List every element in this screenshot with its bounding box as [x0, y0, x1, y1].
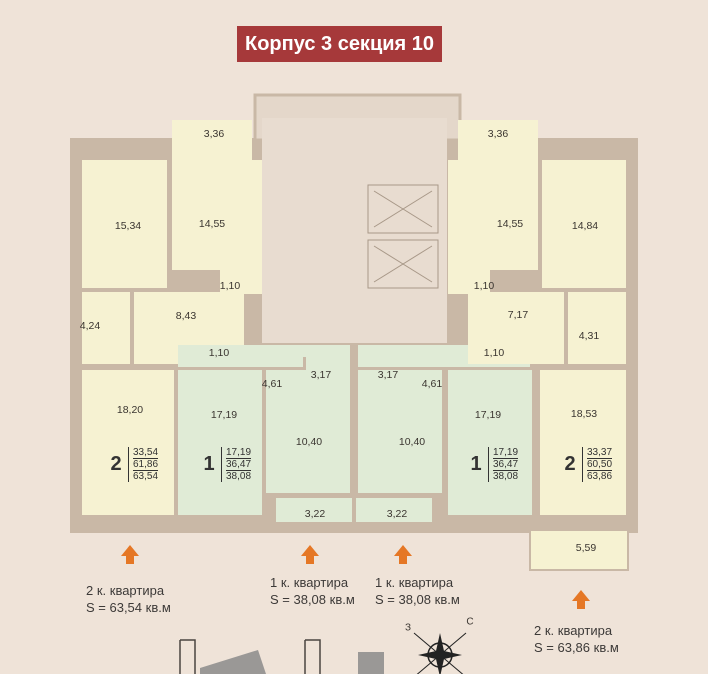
apartment-area: S = 38,08 кв.м: [375, 592, 460, 607]
total-area-with-balcony: 38,08: [493, 471, 519, 482]
room-count: 1: [203, 453, 215, 475]
room-area-c1-hall: 4,61: [261, 378, 283, 390]
room-area-r-room2: 18,53: [570, 408, 598, 420]
living-area: 17,19: [493, 447, 519, 459]
room-area-c1-kitchen: 10,40: [295, 436, 323, 448]
apartment-left: [82, 120, 262, 515]
living-area: 17,19: [226, 447, 252, 459]
apartment-right: [448, 120, 629, 571]
apartment-area: S = 63,54 кв.м: [86, 600, 171, 615]
neighbour-block: [358, 652, 384, 674]
apartment-center-right: [356, 345, 532, 522]
room-area-l-wc: 1,10: [219, 280, 241, 292]
room-area-r-bath: 4,31: [578, 330, 600, 342]
apartment-center-left: [178, 345, 352, 522]
total-area: 60,50: [587, 459, 613, 471]
compass-icon: [413, 632, 467, 674]
room-count: 2: [110, 453, 122, 475]
section-title: Корпус 3 секция 10: [237, 26, 442, 62]
total-area-with-balcony: 63,86: [587, 471, 613, 482]
compass-north-label: С: [466, 616, 474, 628]
room-area-c2-kitchen: 10,40: [398, 436, 426, 448]
room-area-c2-balcony: 3,22: [386, 508, 408, 520]
room-area-l-bath: 4,24: [79, 320, 101, 332]
room-area-l-room2: 18,20: [116, 404, 144, 416]
apartment-type: 2 к. квартира: [86, 583, 165, 598]
neighbour-outlines: [179, 639, 321, 674]
room-area-c2-hall: 4,61: [421, 378, 443, 390]
elevator-2-mark2: [373, 245, 433, 283]
total-area: 36,47: [226, 459, 252, 471]
apartment-caption-4[interactable]: 2 к. квартира S = 63,86 кв.м: [534, 622, 619, 656]
room-area-c2-wc: 1,10: [483, 347, 505, 359]
neighbour-block-2: [200, 650, 266, 674]
room-area-c1-balcony: 3,22: [304, 508, 326, 520]
apartment-caption-1[interactable]: 2 к. квартира S = 63,54 кв.м: [86, 582, 171, 616]
elevator-1-mark2: [373, 190, 433, 228]
compass-west-label: З: [404, 622, 412, 634]
apartment-type: 1 к. квартира: [375, 575, 454, 590]
living-area: 33,54: [133, 447, 159, 459]
room-area-r-room: 14,84: [571, 220, 599, 232]
room-area-r-balcony2: 5,59: [575, 542, 597, 554]
room-count: 2: [564, 453, 576, 475]
room-count: 1: [470, 453, 482, 475]
room-area-c1-wc: 1,10: [208, 347, 230, 359]
room-area-l-kitchen: 14,55: [198, 218, 226, 230]
room-area-c2-room: 17,19: [474, 409, 502, 421]
room-area-c1-bath: 3,17: [310, 369, 332, 381]
room-area-r-kitchen: 14,55: [496, 218, 524, 230]
total-area-with-balcony: 63,54: [133, 471, 159, 482]
apartment-caption-2[interactable]: 1 к. квартира S = 38,08 кв.м: [270, 574, 355, 608]
apartment-area: S = 63,86 кв.м: [534, 640, 619, 655]
room-area-l-room: 15,34: [114, 220, 142, 232]
arrow-up-icon: [121, 545, 139, 564]
apartment-type: 1 к. квартира: [270, 575, 349, 590]
arrow-up-icon: [572, 590, 590, 609]
living-area: 33,37: [587, 447, 613, 459]
apartment-area: S = 38,08 кв.м: [270, 592, 355, 607]
apartment-type: 2 к. квартира: [534, 623, 613, 638]
room-area-l-hall: 8,43: [175, 310, 197, 322]
total-area: 61,86: [133, 459, 159, 471]
total-area: 36,47: [493, 459, 519, 471]
room-area-r-hall: 7,17: [507, 309, 529, 321]
room-area-c1-room: 17,19: [210, 409, 238, 421]
room-area-r-wc: 1,10: [473, 280, 495, 292]
arrow-up-icon: [394, 545, 412, 564]
room-area-c2-bath: 3,17: [377, 369, 399, 381]
apartment-caption-3[interactable]: 1 к. квартира S = 38,08 кв.м: [375, 574, 460, 608]
room-area-l-balcony: 3,36: [203, 128, 225, 140]
arrow-up-icon: [301, 545, 319, 564]
room-area-r-balcony: 3,36: [487, 128, 509, 140]
total-area-with-balcony: 38,08: [226, 471, 252, 482]
